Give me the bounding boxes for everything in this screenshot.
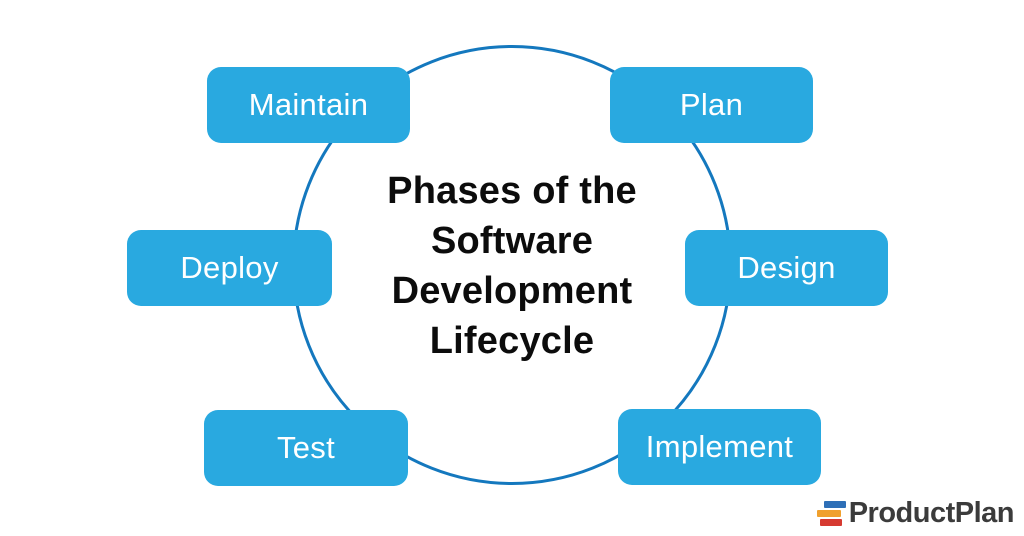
logo-bar-blue <box>823 501 846 508</box>
phase-box-maintain: Maintain <box>207 67 410 143</box>
phase-box-implement: Implement <box>618 409 821 485</box>
phase-label-deploy: Deploy <box>180 250 279 285</box>
phase-label-test: Test <box>276 430 336 465</box>
roadmap-bars-icon <box>816 500 846 527</box>
logo-bar-red <box>819 519 842 526</box>
title-line-3: Development <box>391 270 633 312</box>
logo-bar-orange <box>816 510 841 517</box>
title-line-1: Phases of the <box>387 170 637 212</box>
diagram-title: Phases of the Software Development Lifec… <box>312 166 712 366</box>
productplan-logo: ProductPlan <box>816 497 1015 530</box>
title-line-2: Software <box>430 220 594 262</box>
phase-box-plan: Plan <box>610 67 813 143</box>
phase-box-test: Test <box>204 410 408 486</box>
phase-label-design: Design <box>737 250 836 285</box>
phase-label-implement: Implement <box>645 429 794 464</box>
phase-box-deploy: Deploy <box>127 230 332 306</box>
logo-wordmark: ProductPlan <box>848 497 1015 529</box>
title-line-4: Lifecycle <box>429 320 595 362</box>
phase-label-maintain: Maintain <box>248 87 369 122</box>
phase-box-design: Design <box>685 230 888 306</box>
phase-label-plan: Plan <box>679 87 744 122</box>
